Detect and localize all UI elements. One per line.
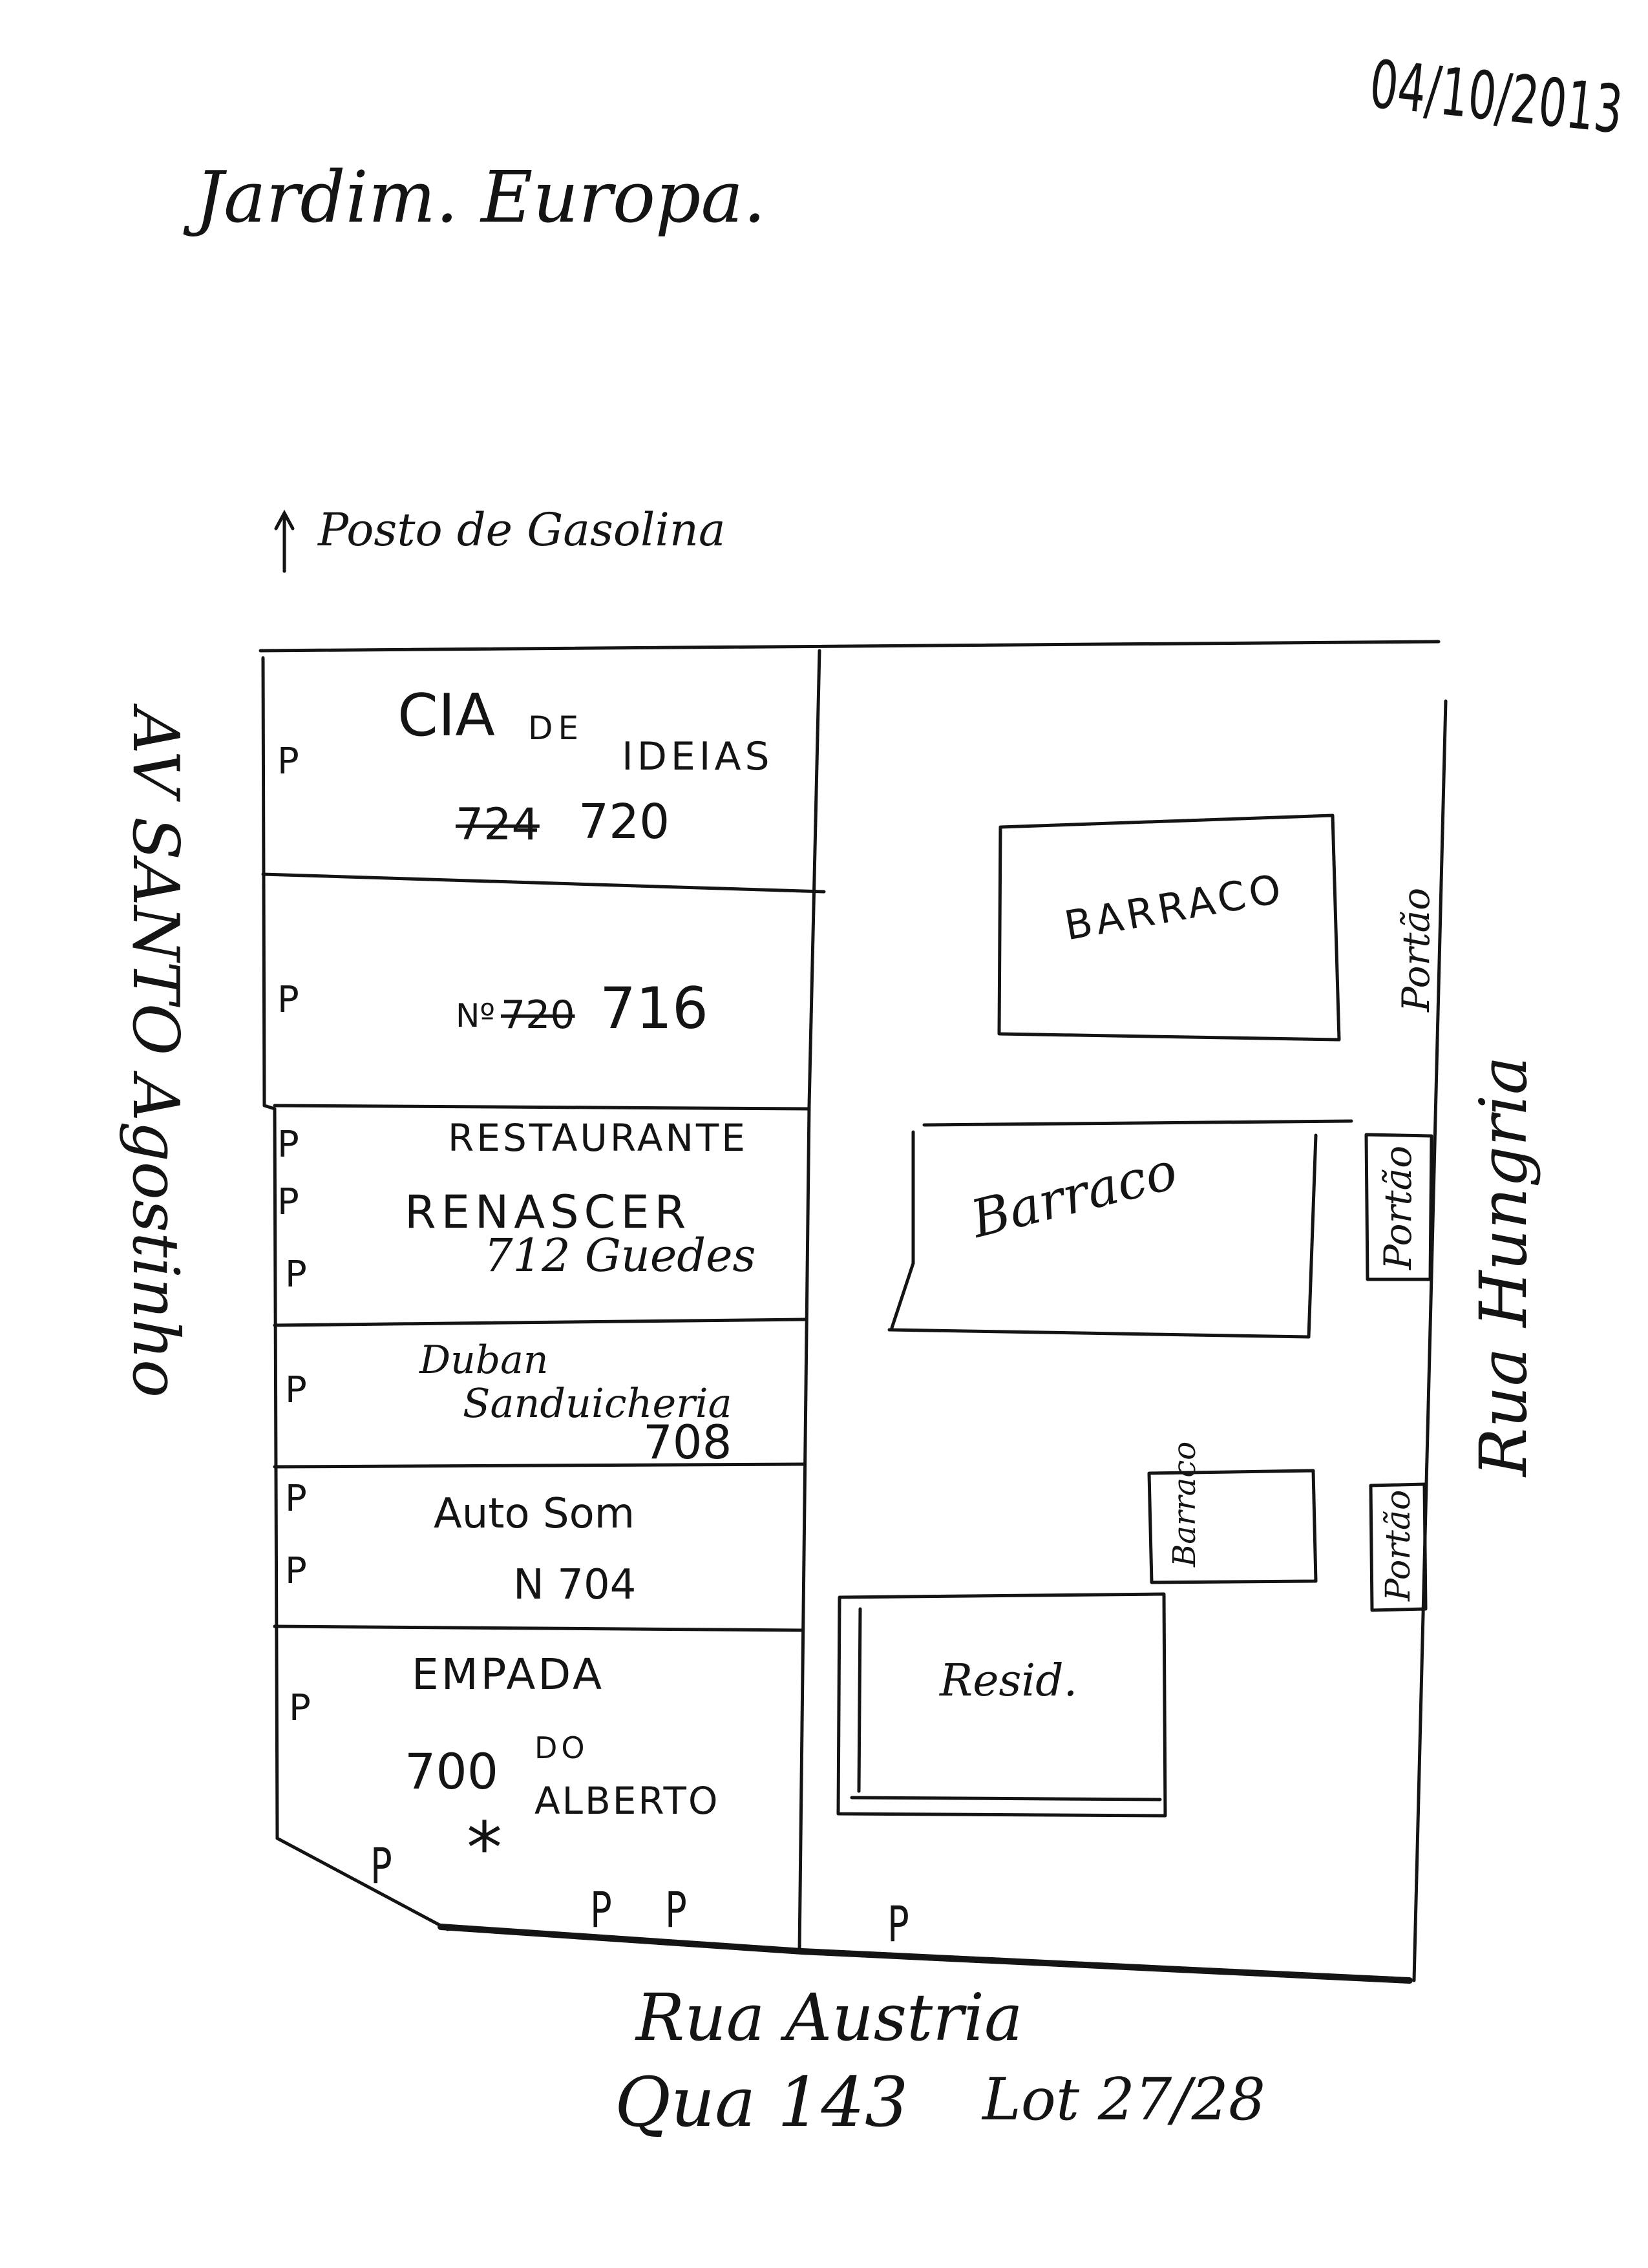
p-marker: P: [665, 1882, 687, 1940]
storefront-name: ALBERTO: [534, 1779, 720, 1823]
barraco-2-outline-right: [1307, 1133, 1318, 1339]
parcel-block: Qua 143: [615, 2063, 909, 2142]
up-arrow-icon: [274, 509, 295, 573]
barraco-2-outline-top: [922, 1119, 1353, 1127]
neighborhood-title: Jardim. Europa.: [195, 156, 766, 238]
p-marker: P: [370, 1838, 392, 1896]
gate-2-outline: [1364, 1133, 1433, 1281]
barraco-3-outline: [1147, 1469, 1318, 1584]
street-number: 720: [578, 794, 670, 850]
storefront-name: RESTAURANTE: [448, 1116, 748, 1160]
p-marker: P: [285, 1478, 307, 1520]
barraco-2-outline-hook: [890, 1261, 915, 1330]
storefront-name: DO: [534, 1730, 589, 1765]
street-number: 712 Guedes: [484, 1229, 756, 1282]
storefront-name: CIA: [397, 682, 495, 750]
p-marker: P: [277, 1181, 299, 1223]
storefront-divider: [273, 1104, 810, 1111]
storefront-name: EMPADA: [412, 1650, 605, 1699]
street-number: N 704: [513, 1561, 637, 1609]
block-north-boundary: [259, 640, 1441, 653]
storefront-divider: [273, 1318, 807, 1327]
barraco-2-outline-bottom: [887, 1328, 1311, 1339]
residence-inner-wall: [857, 1607, 862, 1793]
storefront-name: IDEIAS: [622, 734, 774, 779]
street-number: 700: [405, 1743, 499, 1800]
storefront-name: DE: [528, 709, 584, 747]
p-marker: P: [277, 1124, 299, 1166]
storefront-name: Sanduicheria: [463, 1380, 732, 1427]
struck-street-number: 720: [501, 992, 575, 1038]
street-label-west: AV SANTO Agostinho: [118, 708, 192, 1398]
street-label-east: Rua Hungria: [1466, 1056, 1541, 1476]
p-marker: P: [285, 1254, 307, 1296]
struck-street-number: 724: [456, 799, 540, 850]
block-west-boundary: [261, 656, 279, 1840]
lot-dividing-line: [798, 649, 821, 1953]
street-number: 716: [600, 975, 708, 1042]
gate-label: Portão: [1379, 1489, 1418, 1601]
block-east-boundary: [1412, 699, 1448, 1982]
building-label-residence: Resid.: [940, 1655, 1078, 1706]
block-corner-diagonal: [275, 1836, 450, 1931]
p-marker: P: [277, 979, 299, 1021]
p-marker: P: [289, 1687, 311, 1729]
residence-outline: [836, 1592, 1167, 1818]
landmark-label: Posto de Gasolina: [318, 503, 726, 556]
number-prefix: Nº: [456, 997, 495, 1034]
gate-label: Portão: [1394, 887, 1438, 1012]
parcel-lot: Lot 27/28: [982, 2066, 1266, 2134]
building-label-barraco: Barraco: [1167, 1441, 1203, 1567]
storefront-name: Duban: [419, 1338, 549, 1383]
p-marker: P: [285, 1550, 307, 1592]
gate-3-outline: [1369, 1482, 1428, 1612]
street-label-south: Rua Austria: [636, 1980, 1023, 2055]
storefront-name: Auto Som: [434, 1490, 635, 1538]
p-marker: P: [590, 1882, 612, 1940]
residence-inner-wall: [850, 1796, 1162, 1801]
gate-label: Portão: [1376, 1145, 1420, 1270]
barraco-1-outline: [997, 814, 1341, 1042]
p-marker: P: [277, 740, 299, 782]
storefront-name: RENASCER: [405, 1186, 692, 1239]
p-marker: P: [285, 1369, 307, 1411]
asterisk-mark: *: [467, 1807, 502, 1889]
p-marker: P: [887, 1896, 909, 1954]
storefront-divider: [273, 1624, 803, 1632]
storefront-divider: [261, 872, 826, 894]
street-number: 708: [643, 1415, 732, 1469]
block-south-boundary: [438, 1924, 1413, 1984]
storefront-divider: [273, 1462, 806, 1469]
